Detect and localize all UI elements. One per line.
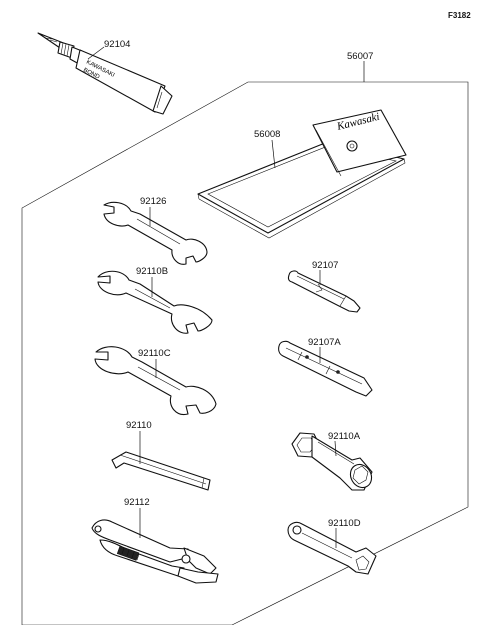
screwdriver-handle bbox=[278, 340, 373, 397]
box-wrench bbox=[287, 521, 377, 575]
wrench-small bbox=[103, 201, 208, 265]
label-92107: 92107 bbox=[312, 260, 338, 271]
label-92110: 92110 bbox=[126, 420, 152, 431]
label-92110C: 92110C bbox=[138, 348, 171, 359]
label-92110B: 92110B bbox=[136, 266, 168, 277]
wrench-medium bbox=[97, 270, 213, 334]
label-92104: 92104 bbox=[104, 39, 130, 50]
screwdriver-bit bbox=[287, 270, 361, 313]
label-92110D: 92110D bbox=[328, 518, 361, 529]
pliers bbox=[91, 519, 219, 584]
leader-92110A bbox=[334, 440, 337, 457]
label-56007: 56007 bbox=[347, 51, 373, 62]
wrench-large bbox=[94, 346, 217, 416]
hex-key bbox=[111, 451, 211, 491]
tool-bag: Kawasaki bbox=[197, 109, 407, 239]
label-92110A: 92110A bbox=[328, 431, 361, 442]
kit-bag-outline bbox=[21, 81, 469, 625]
label-92126: 92126 bbox=[140, 196, 166, 207]
leader-92104 bbox=[87, 46, 105, 60]
figure-id: F3182 bbox=[448, 11, 471, 20]
bond-tube: KAWASAKI BOND bbox=[37, 32, 173, 115]
leader-56008 bbox=[271, 139, 276, 169]
plug-socket bbox=[291, 432, 373, 491]
label-92112: 92112 bbox=[124, 497, 150, 508]
label-92107A: 92107A bbox=[308, 337, 341, 348]
label-56008: 56008 bbox=[254, 129, 280, 140]
